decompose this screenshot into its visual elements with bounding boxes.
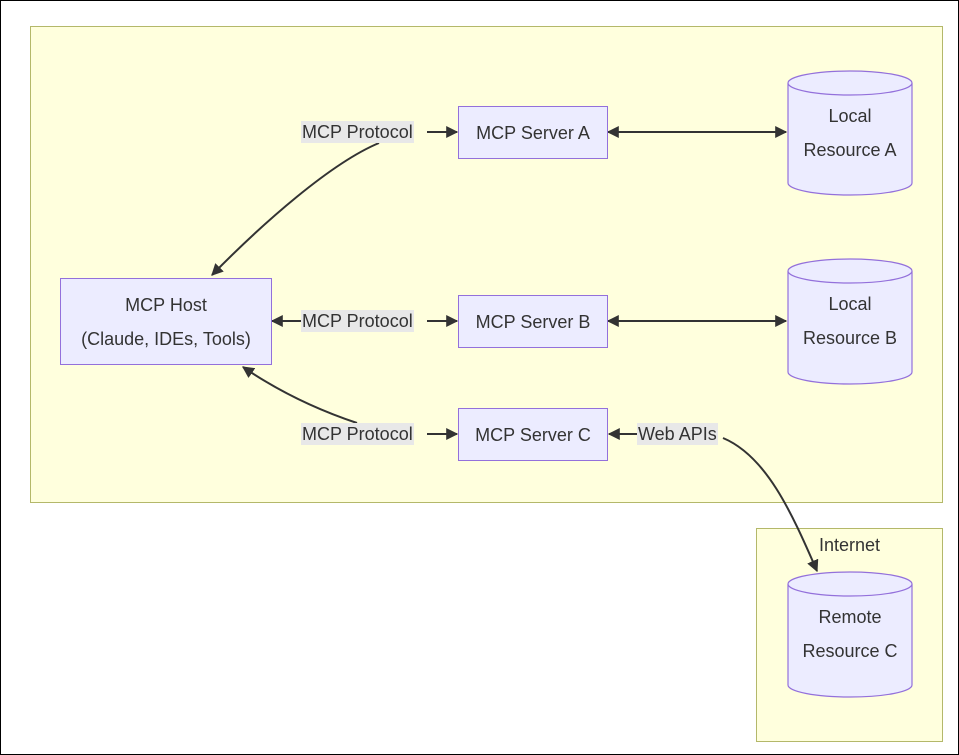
mcp-server-b-node: MCP Server B <box>458 295 608 348</box>
edge-label-host-server-b: MCP Protocol <box>301 310 414 332</box>
edge-web-apis-resource-c <box>722 437 819 573</box>
mcp-host-node: MCP Host (Claude, IDEs, Tools) <box>60 278 272 365</box>
local-resource-a-line2: Resource A <box>803 140 897 160</box>
mcp-server-b-label: MCP Server B <box>475 311 591 332</box>
edge-label-host-server-c: MCP Protocol <box>301 423 414 445</box>
mcp-server-c-label: MCP Server C <box>475 424 591 445</box>
remote-resource-c-line2: Resource C <box>802 641 898 661</box>
edge-host-server-c <box>242 366 358 424</box>
mcp-server-a-node: MCP Server A <box>458 106 608 159</box>
mcp-host-title: MCP Host <box>125 294 207 315</box>
cylinder-resource-c <box>787 571 913 698</box>
mcp-host-subtitle: (Claude, IDEs, Tools) <box>81 328 251 349</box>
cylinder-resource-b <box>787 258 913 385</box>
local-resource-b-line1: Local <box>828 294 872 314</box>
local-resource-a-node: Local Resource A <box>788 97 912 169</box>
edge-host-server-a <box>211 142 380 276</box>
remote-resource-c-line1: Remote <box>818 607 882 627</box>
mcp-server-c-node: MCP Server C <box>458 408 608 461</box>
internet-group-title: Internet <box>818 535 881 555</box>
cylinder-resource-a <box>787 70 913 196</box>
remote-resource-c-node: Remote Resource C <box>788 598 912 670</box>
local-resource-a-line1: Local <box>828 106 872 126</box>
edge-label-host-server-a: MCP Protocol <box>301 121 414 143</box>
local-resource-b-line2: Resource B <box>802 328 898 348</box>
mcp-server-a-label: MCP Server A <box>476 122 590 143</box>
local-resource-b-node: Local Resource B <box>788 285 912 357</box>
edge-label-web-apis: Web APIs <box>637 423 718 445</box>
